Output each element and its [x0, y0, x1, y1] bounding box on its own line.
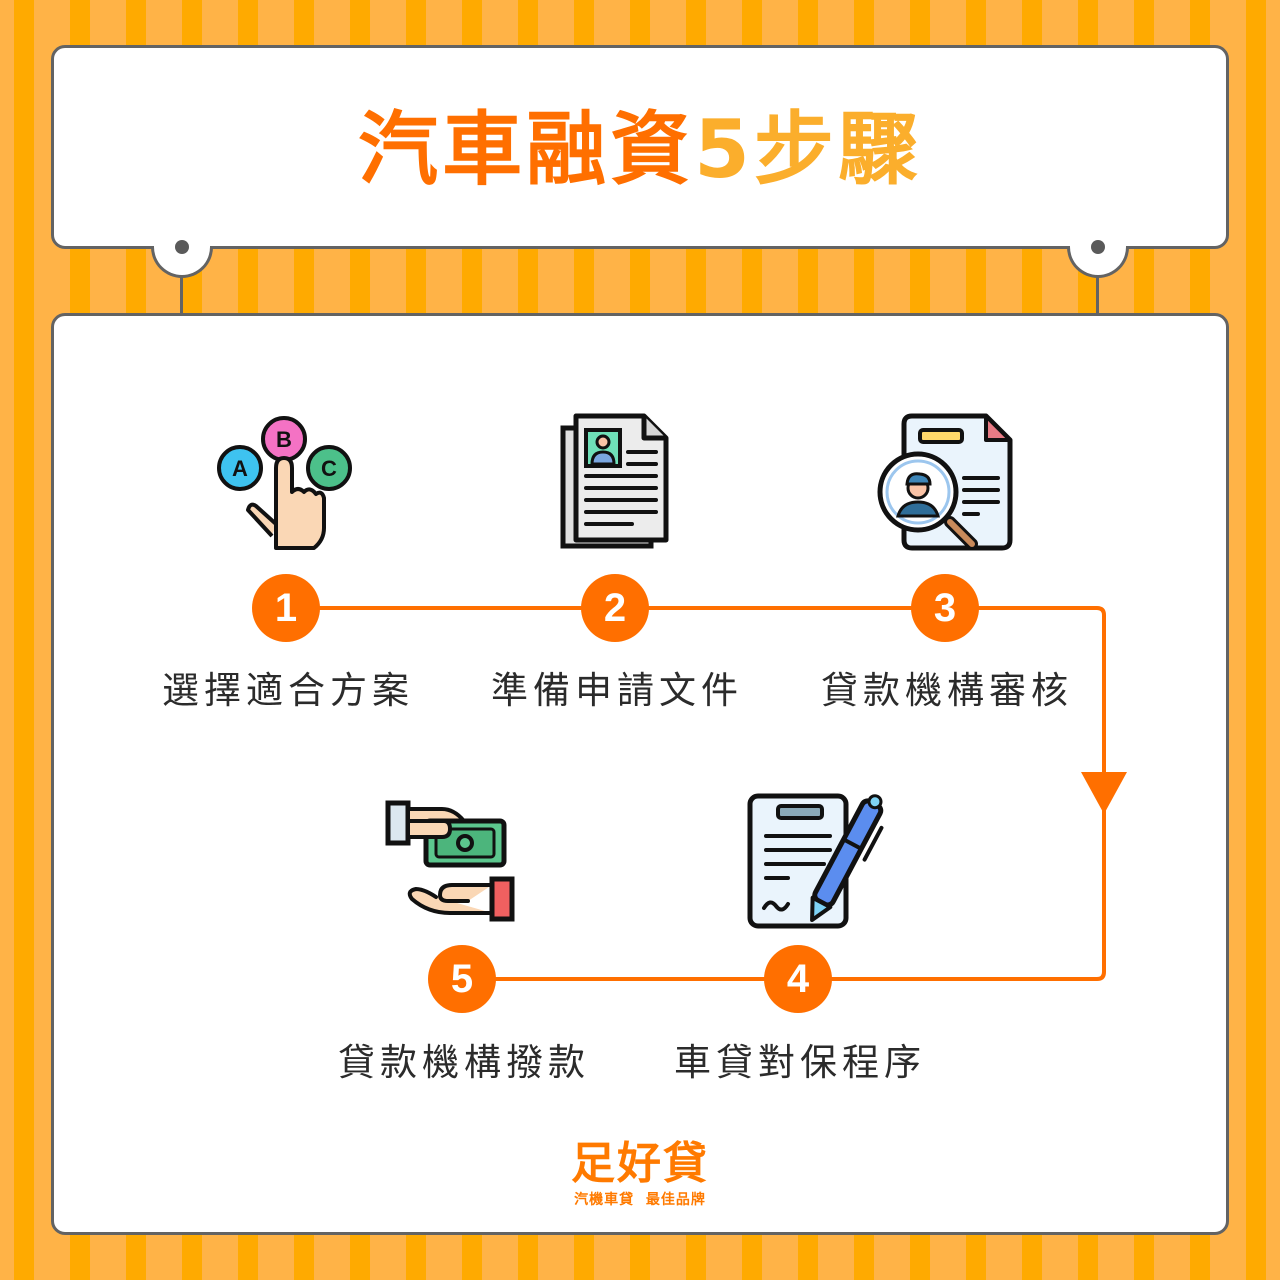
- arrow-down-icon: [1081, 772, 1127, 814]
- document-search-person-icon: [877, 413, 1013, 551]
- brand-name: 足好貸: [571, 1138, 709, 1189]
- step-5-badge: 5: [428, 945, 496, 1013]
- title-part-1: 汽車融資: [358, 103, 695, 196]
- title-part-2: 5步驟: [694, 103, 922, 196]
- step-1-badge: 1: [252, 574, 320, 642]
- page-title: 汽車融資5步驟: [54, 100, 1226, 200]
- title-panel: 汽車融資5步驟: [51, 45, 1229, 249]
- step-5-label: 貸款機構撥款: [338, 1041, 590, 1084]
- svg-text:B: B: [276, 427, 292, 452]
- step-3-label: 貸款機構審核: [821, 669, 1073, 712]
- step-1-label: 選擇適合方案: [162, 669, 414, 712]
- svg-text:C: C: [321, 456, 337, 481]
- contract-sign-pen-icon: [747, 793, 884, 929]
- step-4-badge: 4: [764, 945, 832, 1013]
- brand-slogan: 汽機車貸 最佳品牌: [574, 1192, 706, 1208]
- brand-logo: 足好貸 汽機車貸 最佳品牌: [540, 1138, 740, 1210]
- step-2-badge: 2: [581, 574, 649, 642]
- pin-icon-left: [175, 240, 189, 254]
- svg-text:A: A: [232, 456, 248, 481]
- resume-documents-icon: [560, 413, 669, 549]
- step-2-label: 準備申請文件: [491, 669, 743, 712]
- hanger-rod-right: [1096, 248, 1099, 315]
- hanger-rod-left: [180, 248, 183, 315]
- abc-choice-hand-icon: A B C: [217, 416, 352, 550]
- money-handover-icon: [385, 800, 515, 922]
- step-3-badge: 3: [911, 574, 979, 642]
- step-4-label: 車貸對保程序: [674, 1041, 926, 1084]
- pin-icon-right: [1091, 240, 1105, 254]
